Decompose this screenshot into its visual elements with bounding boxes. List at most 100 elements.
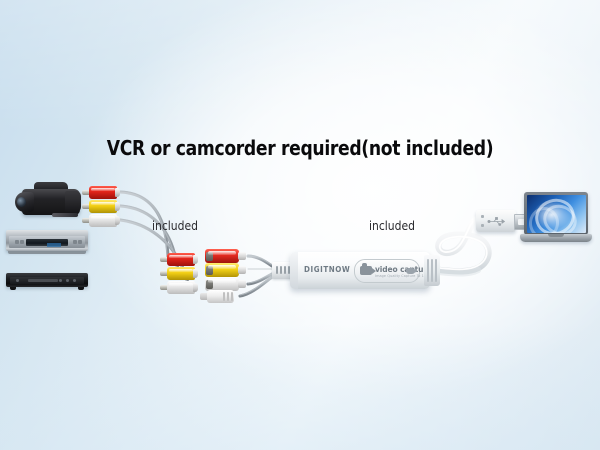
rca-tip bbox=[160, 257, 170, 262]
dvd-front-panel bbox=[10, 277, 84, 284]
target-laptop bbox=[520, 192, 592, 248]
camcorder-lens bbox=[15, 192, 34, 212]
rca-plug-source-red bbox=[82, 186, 122, 199]
camcorder-grip bbox=[65, 191, 81, 212]
junction-pin bbox=[284, 266, 286, 274]
junction-pin bbox=[276, 266, 278, 274]
junction-pin bbox=[288, 266, 290, 274]
aux-rib bbox=[227, 292, 229, 301]
cable-jack-red bbox=[246, 254, 274, 268]
device-left-edge bbox=[290, 252, 298, 289]
cable-jack-white bbox=[246, 272, 274, 286]
vcr-front-panel bbox=[9, 236, 85, 248]
dvd-foot bbox=[78, 287, 84, 290]
rca-plug-capture-yellow bbox=[160, 267, 200, 280]
page-title: VCR or camcorder required(not included) bbox=[106, 136, 494, 160]
rca-plug-capture-red bbox=[160, 253, 200, 266]
annotation-included-left: included bbox=[152, 219, 198, 233]
jack-highlight bbox=[208, 264, 236, 269]
laptop-lid bbox=[524, 192, 588, 235]
cable-aux bbox=[238, 275, 274, 298]
rca-highlight bbox=[169, 254, 193, 258]
laptop-screen bbox=[526, 194, 586, 233]
rca-collar bbox=[193, 283, 198, 292]
vcr-button bbox=[78, 240, 82, 244]
rca-collar bbox=[193, 255, 198, 264]
device-rib bbox=[435, 259, 437, 282]
rca-collar bbox=[115, 202, 120, 211]
jack-neck bbox=[238, 266, 246, 274]
rca-collar bbox=[115, 216, 120, 225]
dvd-button bbox=[73, 279, 76, 282]
badge-subtitle: Image Quality Capture To 1080P bbox=[375, 273, 433, 278]
laptop-trackpad-notch bbox=[548, 234, 564, 237]
device-badge: video capture Image Quality Capture To 1… bbox=[354, 259, 433, 283]
camcorder-icon bbox=[360, 263, 376, 275]
jack-highlight bbox=[208, 278, 236, 283]
usb-shell bbox=[476, 210, 516, 232]
jack-highlight bbox=[208, 250, 236, 255]
rca-collar bbox=[115, 188, 120, 197]
rca-jack-white bbox=[205, 277, 249, 291]
vcr-body bbox=[6, 230, 88, 254]
junction-pin bbox=[280, 266, 282, 274]
vcr-button bbox=[15, 240, 19, 244]
annotation-included-right: included bbox=[369, 219, 415, 233]
rca-tip bbox=[160, 271, 170, 276]
dvd-foot bbox=[10, 287, 16, 290]
rca-tip bbox=[82, 190, 92, 195]
device-brand-label: DIGITNOW bbox=[304, 265, 351, 274]
video-capture-device: DIGITNOW video capture Image Quality Cap… bbox=[290, 252, 433, 289]
dvd-body bbox=[6, 273, 88, 287]
usb-screw-hole bbox=[481, 224, 484, 227]
source-device-camcorder bbox=[8, 180, 86, 218]
rca-tip bbox=[160, 285, 170, 290]
usb-screw-hole bbox=[481, 215, 484, 218]
rca-collar bbox=[193, 269, 198, 278]
rca-highlight bbox=[91, 201, 115, 205]
device-usb-end bbox=[424, 255, 440, 286]
jack-opening bbox=[206, 251, 213, 261]
rca-jack-red bbox=[205, 249, 249, 263]
vcr-base bbox=[8, 251, 86, 254]
arrow-right-icon bbox=[406, 268, 418, 274]
vcr-tape-slot bbox=[26, 239, 68, 247]
rca-jack-yellow bbox=[205, 263, 249, 277]
aux-connector bbox=[200, 290, 242, 303]
device-rib bbox=[431, 259, 433, 282]
rca-highlight bbox=[91, 215, 115, 219]
harness-junction-plug bbox=[272, 262, 294, 279]
dvd-button bbox=[59, 279, 62, 282]
rca-tip bbox=[82, 218, 92, 223]
aux-body bbox=[207, 290, 234, 303]
laptop-base bbox=[520, 234, 592, 242]
rca-highlight bbox=[169, 268, 193, 272]
vcr-display bbox=[47, 243, 61, 247]
badge-title: video capture bbox=[375, 264, 432, 274]
jack-neck bbox=[238, 252, 246, 260]
dvd-disc-tray bbox=[28, 279, 58, 282]
jack-neck bbox=[238, 280, 246, 288]
dvd-button bbox=[16, 279, 19, 282]
rca-highlight bbox=[91, 187, 115, 191]
rca-plug-capture-white bbox=[160, 281, 200, 294]
camcorder-viewfinder bbox=[34, 182, 68, 191]
source-device-dvd-player bbox=[6, 270, 88, 292]
dvd-button bbox=[66, 279, 69, 282]
source-device-vcr bbox=[6, 228, 88, 254]
rca-plug-source-yellow bbox=[82, 200, 122, 213]
rca-plug-source-white bbox=[82, 214, 122, 227]
aux-rib bbox=[231, 292, 233, 301]
aux-rib bbox=[223, 292, 225, 301]
junction-body bbox=[272, 262, 294, 279]
jack-opening bbox=[206, 279, 213, 289]
rca-highlight bbox=[169, 282, 193, 286]
camcorder-control-strip bbox=[52, 213, 78, 217]
usb-trident-icon bbox=[487, 217, 505, 226]
rca-tip bbox=[82, 204, 92, 209]
vcr-button bbox=[20, 240, 24, 244]
device-rib bbox=[427, 259, 429, 282]
jack-opening bbox=[206, 265, 213, 275]
vcr-button bbox=[73, 240, 77, 244]
aux-tip bbox=[200, 293, 209, 300]
